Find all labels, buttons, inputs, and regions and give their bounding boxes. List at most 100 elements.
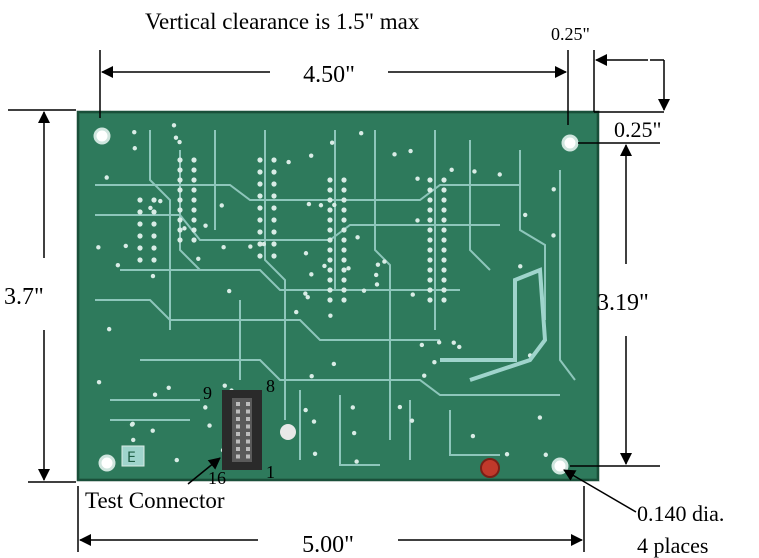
pad [148,205,153,211]
pin-label-1: 1 [266,462,275,482]
dim-label-0-25-h: 0.25" [551,24,590,44]
pad [306,201,312,207]
pad [427,177,433,183]
pad [441,187,447,193]
mounting-hole-top-left [93,127,111,145]
hole-count-label: 4 places [637,533,708,558]
pad [537,415,543,420]
pad [327,197,333,203]
pad [441,247,447,253]
pad [191,177,197,183]
pad [408,148,413,154]
pad [327,257,333,263]
board-marking-box [121,445,145,467]
dim-label-3-7: 3.7" [4,284,44,310]
pad [257,229,263,235]
solder-pads [96,123,556,464]
pad [327,227,333,233]
dim-label-3-19: 3.19" [597,290,649,316]
pad [327,277,333,283]
pad [327,207,333,213]
pad [177,227,183,233]
connector-pin [236,424,240,429]
pad [207,423,212,428]
trace [469,140,491,271]
pad [361,288,367,293]
pad [311,419,317,424]
pad [432,360,437,365]
pad [303,407,308,413]
clearance-title: Vertical clearance is 1.5" max [145,9,420,34]
pad [191,187,197,193]
pad [158,198,163,204]
pad [543,452,548,457]
mounting-hole-top-right [561,134,579,152]
trace [179,150,201,271]
pad [303,251,309,256]
pad [222,383,227,388]
hole-diameter-label: 0.140 dia. [637,501,724,526]
pad [331,361,337,367]
pad [341,197,347,203]
pad [191,217,197,223]
connector-pin [246,439,250,444]
pad [96,245,101,250]
mounting-hole-bottom-left [98,454,116,472]
pad [137,233,143,239]
pad [191,157,197,163]
pad [129,422,135,427]
pad [305,294,310,300]
pad [441,177,447,183]
pad [415,176,420,181]
pad [173,135,179,140]
pad [427,247,433,253]
pad [151,257,157,263]
pad [373,272,379,278]
pad [177,187,183,193]
pad [441,217,447,223]
pad [332,202,337,208]
pad [271,157,277,163]
pad [451,340,456,345]
pad [410,292,415,297]
pad [271,193,277,199]
pad [308,153,314,158]
pad [427,207,433,213]
dimension-lines [8,50,670,552]
pad [191,227,197,233]
connector-pins [236,402,250,459]
trace [449,410,500,456]
trace [95,299,440,341]
pad [441,207,447,213]
pad [312,451,318,457]
pad [397,404,403,410]
pad [341,217,347,223]
pad [504,452,510,457]
leader-test-connector [187,457,221,485]
pad [441,287,447,293]
pad [132,146,137,151]
pad [177,197,183,203]
circuit-board: E [76,110,600,482]
pad [427,187,433,193]
pad [196,256,201,262]
connector-pin [246,402,250,406]
pad [346,266,351,271]
pad [551,233,556,238]
pad [392,152,397,157]
pad [441,197,447,203]
pad [328,313,333,318]
pad [294,309,299,315]
pad [427,217,433,223]
pad [257,169,263,175]
connector-pin [246,454,250,459]
pad [150,428,155,433]
pad [419,342,425,348]
connector-pin [236,454,240,459]
pad [191,237,197,243]
connector-pin [236,447,240,451]
pad [151,221,157,227]
trace [264,130,286,420]
pad [132,129,137,135]
